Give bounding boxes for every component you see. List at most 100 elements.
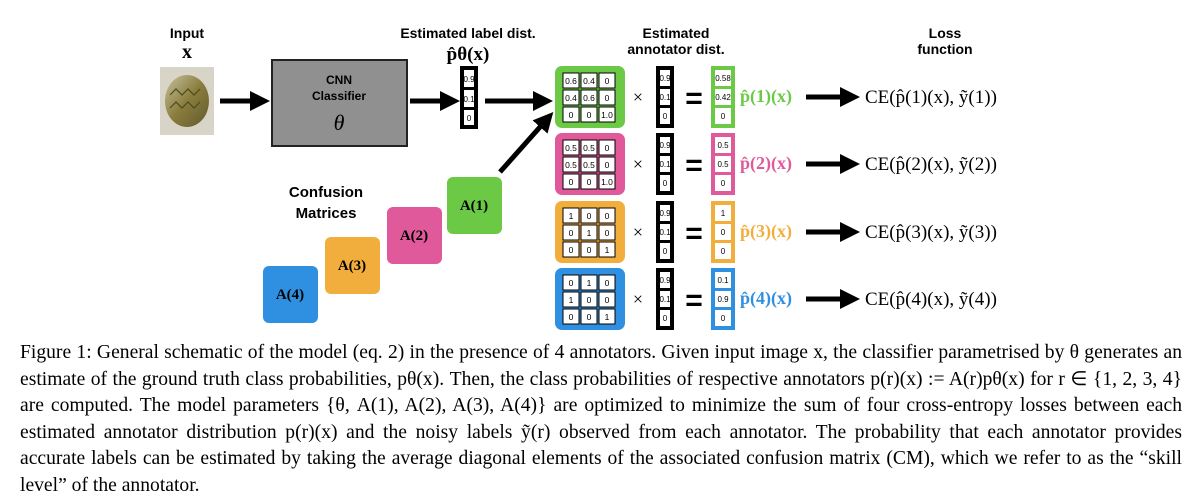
matrix-cell-value: 0 [587, 110, 592, 120]
output-cell [715, 243, 731, 259]
matrix-cell-value: 0 [587, 211, 592, 221]
vector-cell [660, 205, 670, 221]
output-cell [715, 70, 731, 86]
vector-cell [660, 243, 670, 259]
matrix-cell-value: 0 [605, 278, 610, 288]
vector-cell-value: 0 [663, 247, 668, 256]
equals-sign: = [685, 149, 703, 182]
matrix-cell-value: 0.4 [583, 76, 595, 86]
matrix-cell-value: 0 [605, 228, 610, 238]
confusion-block-2: A(2) [387, 207, 442, 264]
cnn-param: θ [334, 110, 345, 135]
annotator-prediction: p̂(2)(x) [740, 153, 792, 174]
caption-lead: Figure 1: [20, 342, 92, 363]
matrix-cell-value: 0 [605, 160, 610, 170]
annotator-loss: CE(p̂(4)(x), ỹ(4)) [865, 289, 997, 310]
matrix-cell-value: 0.6 [565, 76, 577, 86]
confusion-block-3: A(3) [325, 237, 380, 294]
arrow-cm-annot [498, 112, 554, 174]
output-cell [715, 108, 731, 124]
matrix-cell [598, 207, 616, 224]
model-schematic: Input x CNN Classifier θ Estimated label… [160, 25, 997, 330]
vector-cell-value: 0.1 [659, 160, 671, 169]
matrix-cell [562, 224, 580, 241]
vector-cell [660, 89, 670, 105]
matrix-cell [598, 241, 616, 258]
times-sign: × [633, 87, 643, 107]
output-cell-value: 0 [721, 228, 726, 237]
matrix-cell-value: 0 [569, 312, 574, 322]
output-cell [715, 89, 731, 105]
vector-cell-value: 0 [663, 112, 668, 121]
matrix-cell-value: 0 [569, 245, 574, 255]
output-cell [715, 205, 731, 221]
matrix-cell [598, 89, 616, 106]
confusion-block-4: A(4) [263, 266, 318, 323]
confusion-block-label: A(4) [276, 287, 304, 303]
matrix-cell-value: 0 [569, 177, 574, 187]
annotator-prediction: p̂(1)(x) [740, 86, 792, 107]
matrix-cell-value: 0 [605, 93, 610, 103]
matrix-cell-value: 0.5 [565, 143, 577, 153]
vector-cell-value: 0.1 [659, 93, 671, 102]
vector-cell-value: 0.1 [659, 295, 671, 304]
matrix-cell [562, 173, 580, 190]
label-vector-1: 0.1 [463, 95, 475, 104]
matrix-cell [580, 241, 598, 258]
matrix-cell-value: 0 [605, 143, 610, 153]
output-cell-value: 0.5 [717, 141, 729, 150]
cnn-classifier-label: Classifier [312, 89, 366, 103]
times-sign: × [633, 154, 643, 174]
confusion-subtitle: Matrices [296, 205, 357, 222]
matrix-cell-value: 0.4 [565, 93, 577, 103]
matrix-cell [562, 89, 580, 106]
est-annot-subtitle: annotator dist. [627, 41, 724, 57]
matrix-cell [598, 173, 616, 190]
matrix-cell [562, 291, 580, 308]
confusion-block-label: A(3) [338, 258, 366, 274]
loss-subtitle: function [917, 41, 972, 57]
vector-cell [660, 224, 670, 240]
matrix-cell [580, 224, 598, 241]
matrix-cell [598, 224, 616, 241]
matrix-cell-value: 1.0 [601, 177, 613, 187]
vector-cell-value: 0.9 [659, 209, 671, 218]
output-cell-value: 0 [721, 314, 726, 323]
output-cell [715, 224, 731, 240]
matrix-cell [598, 106, 616, 123]
vector-cell [660, 175, 670, 191]
annotator-prediction: p̂(4)(x) [740, 288, 792, 309]
matrix-cell-value: 1 [605, 312, 610, 322]
matrix-cell-value: 0 [605, 211, 610, 221]
output-cell [715, 291, 731, 307]
matrix-cell [598, 156, 616, 173]
caption-text: General schematic of the model (eq. 2) i… [20, 342, 1183, 496]
output-cell [715, 156, 731, 172]
input-symbol: x [182, 41, 192, 63]
equals-sign: = [685, 82, 703, 115]
figure-caption: Figure 1: General schematic of the model… [20, 340, 1182, 499]
vector-cell-value: 0.9 [659, 141, 671, 150]
est-label-symbol: p̂θ(x) [447, 44, 490, 65]
vector-cell [660, 137, 670, 153]
matrix-cell-value: 0 [569, 110, 574, 120]
output-cell [715, 175, 731, 191]
output-cell-value: 0.9 [717, 295, 729, 304]
label-vector: 0.9 0.1 0 [460, 66, 478, 129]
vector-cell [660, 310, 670, 326]
vector-cell [660, 291, 670, 307]
vector-cell-value: 0 [663, 179, 668, 188]
matrix-cell [598, 139, 616, 156]
equals-sign: = [685, 217, 703, 250]
matrix-cell-value: 0 [587, 177, 592, 187]
output-cell [715, 272, 731, 288]
output-cell-value: 0 [721, 179, 726, 188]
confusion-title: Confusion [289, 184, 363, 201]
loss-title: Loss [929, 25, 962, 41]
input-image [160, 67, 214, 135]
matrix-cell [598, 72, 616, 89]
